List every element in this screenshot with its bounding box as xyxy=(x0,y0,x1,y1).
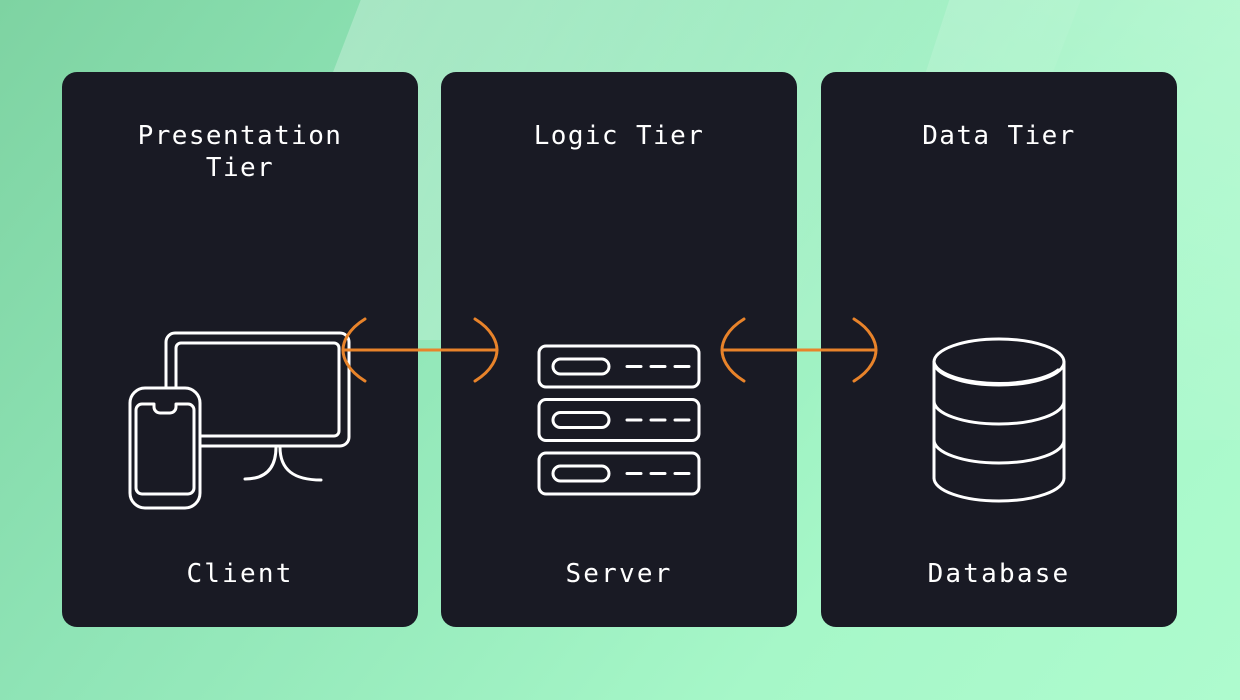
tier-card-data[interactable]: Data Tier Databas xyxy=(821,72,1177,627)
phone-body xyxy=(128,386,202,510)
server-unit-1 xyxy=(537,344,701,389)
double-headed-arrow xyxy=(341,317,499,383)
server-unit-2-slot xyxy=(551,411,611,429)
server-unit-3-slot xyxy=(551,464,611,483)
tier-label: Client xyxy=(186,559,294,589)
database-cylinder-icon xyxy=(932,337,1066,503)
database-disc-3 xyxy=(932,438,1066,465)
tier-title: Presentation Tier xyxy=(137,121,343,183)
connector-client-server xyxy=(337,310,503,390)
arrow-head-right xyxy=(473,317,499,383)
tier-figure-logic xyxy=(441,325,797,515)
database-bottom xyxy=(932,476,1066,503)
tier-label: Server xyxy=(565,559,673,589)
database-disc-1 xyxy=(932,360,1060,385)
phone-screen xyxy=(134,402,196,496)
server-rack-icon xyxy=(537,344,701,496)
monitor-and-phone-icon xyxy=(128,331,351,510)
tier-title: Logic Tier xyxy=(533,121,705,151)
tier-figure-data xyxy=(821,325,1177,515)
tier-label: Database xyxy=(927,559,1071,589)
tier-title: Data Tier xyxy=(922,121,1076,151)
arrow-head-right xyxy=(852,317,878,383)
server-unit-2 xyxy=(537,398,701,442)
arrow-head-left xyxy=(341,317,367,383)
tier-figure-presentation xyxy=(62,325,418,515)
server-unit-3 xyxy=(537,451,701,496)
arrow-head-left xyxy=(720,317,746,383)
double-headed-arrow xyxy=(720,317,878,383)
connector-server-database xyxy=(716,310,882,390)
database-disc-2 xyxy=(932,399,1066,426)
monitor-stand-left xyxy=(243,445,278,481)
server-unit-1-slot xyxy=(551,357,611,376)
monitor-stand-right xyxy=(278,445,323,482)
